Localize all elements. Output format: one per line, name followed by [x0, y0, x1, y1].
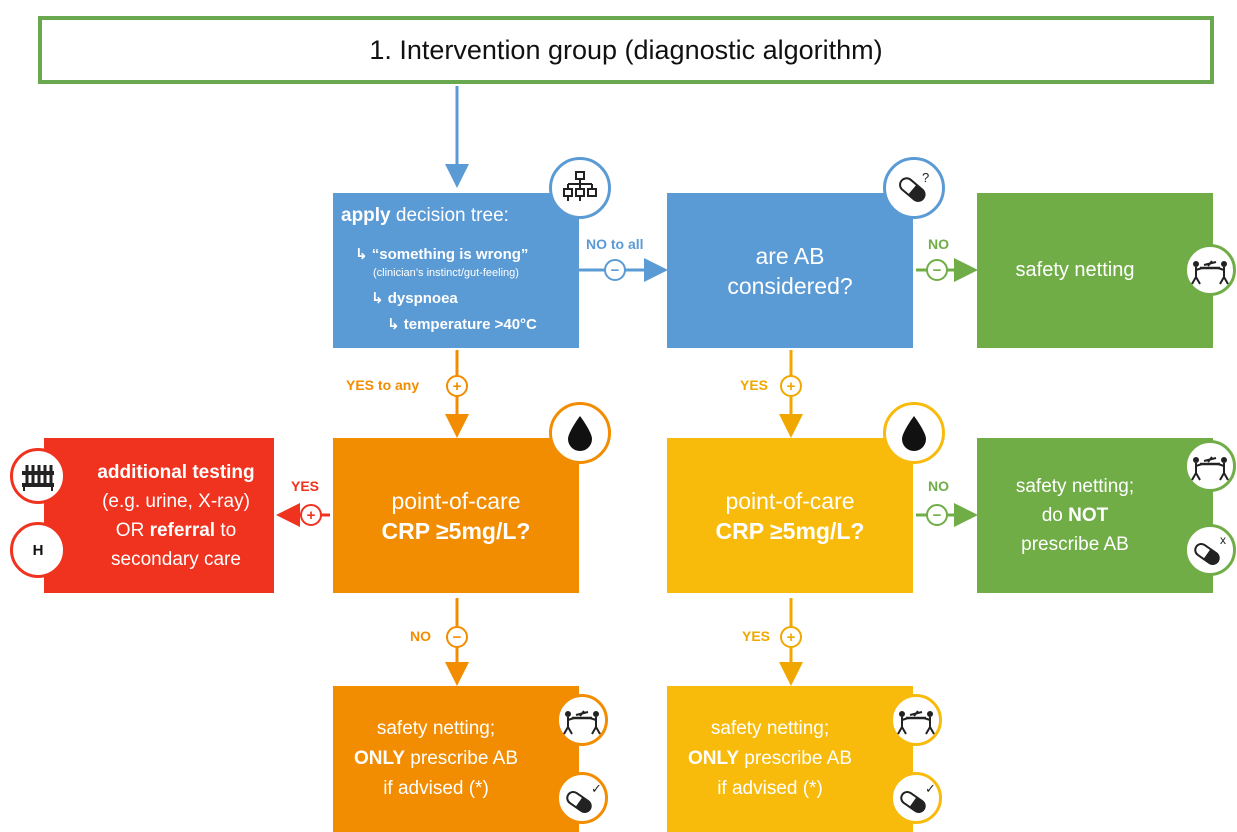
minus-sign: −	[926, 504, 948, 526]
label-no-bottom: NO	[410, 628, 431, 644]
blood-drop-icon	[549, 402, 611, 464]
pill-check-mark: ✓	[591, 782, 602, 797]
tree-line-1: ↳ “something is wrong”	[355, 246, 529, 263]
referral-line2: (e.g. urine, X-ray)	[102, 490, 250, 512]
crp-left-line1: point-of-care	[391, 487, 521, 514]
stretcher-icon	[1184, 440, 1236, 492]
no-prescribe-box: safety netting; do NOT prescribe AB	[977, 438, 1213, 593]
referral-line4: secondary care	[111, 548, 241, 570]
tree-line-2: ↳ dyspnoea	[371, 290, 458, 307]
bottom-right-line2: ONLY prescribe AB	[687, 748, 853, 769]
label-yes-to-any: YES to any	[346, 377, 420, 393]
no-prescribe-line2: do NOT	[1041, 505, 1109, 526]
no-prescribe-line3: prescribe AB	[1021, 534, 1129, 555]
test-tubes-icon	[10, 448, 66, 504]
blood-drop-icon	[883, 402, 945, 464]
flowchart-icon	[549, 157, 611, 219]
decision-tree-heading: apply decision tree:	[341, 205, 509, 226]
no-prescribe-line1: safety netting;	[1015, 476, 1135, 497]
tree-line-3: ↳ temperature >40°C	[387, 316, 537, 333]
crp-left-line2: CRP ≥5mg/L?	[381, 517, 531, 544]
referral-line1: additional testing	[97, 461, 255, 483]
pill-check-icon: ✓	[890, 772, 942, 824]
bottom-right-line1: safety netting;	[710, 718, 830, 739]
crp-right-line1: point-of-care	[725, 487, 855, 514]
referral-box: additional testing (e.g. urine, X-ray) O…	[44, 438, 274, 593]
crp-right-line2: CRP ≥5mg/L?	[715, 517, 865, 544]
bottom-left-box: safety netting; ONLY prescribe AB if adv…	[333, 686, 579, 832]
label-yes-mid: YES	[740, 377, 769, 393]
label-no-to-all: NO to all	[586, 236, 644, 252]
pill-question-icon: ?	[883, 157, 945, 219]
crp-right-box: point-of-care CRP ≥5mg/L?	[667, 438, 913, 593]
pill-cross-icon: x	[1184, 524, 1236, 576]
pill-check-icon: ✓	[556, 772, 608, 824]
label-yes-red: YES	[291, 478, 320, 494]
label-no-mid: NO	[928, 478, 949, 494]
safety-netting-top-text: safety netting	[1015, 259, 1135, 281]
label-yes-bottom: YES	[742, 628, 771, 644]
bottom-right-line3: if advised (*)	[717, 778, 823, 799]
tree-line-1-sub: (clinician’s instinct/gut-feeling)	[373, 267, 519, 279]
plus-sign: +	[300, 504, 322, 526]
plus-sign: +	[780, 375, 802, 397]
pill-question-mark: ?	[922, 170, 929, 185]
minus-sign: −	[446, 626, 468, 648]
label-no-top: NO	[928, 236, 949, 252]
safety-netting-top-box: safety netting	[977, 193, 1213, 348]
minus-sign: −	[926, 259, 948, 281]
bottom-left-line2: ONLY prescribe AB	[353, 748, 519, 769]
title-text: 1. Intervention group (diagnostic algori…	[369, 34, 883, 65]
hospital-label: H	[32, 541, 44, 559]
referral-line3: OR referral to	[115, 519, 237, 541]
title-box: 1. Intervention group (diagnostic algori…	[38, 16, 1214, 84]
ab-considered-box: are AB considered?	[667, 193, 913, 348]
plus-sign: +	[446, 375, 468, 397]
bottom-left-line1: safety netting;	[376, 718, 496, 739]
bottom-left-line3: if advised (*)	[383, 778, 489, 799]
ab-considered-line2: considered?	[727, 272, 853, 299]
decision-tree-box: apply decision tree: ↳ “something is wro…	[333, 193, 579, 348]
crp-left-box: point-of-care CRP ≥5mg/L?	[333, 438, 579, 593]
pill-cross-mark: x	[1220, 533, 1226, 547]
pill-check-mark: ✓	[925, 782, 936, 797]
hospital-icon: H	[10, 522, 66, 578]
stretcher-icon	[890, 694, 942, 746]
minus-sign: −	[604, 259, 626, 281]
ab-considered-line1: are AB	[755, 242, 825, 269]
stretcher-icon	[556, 694, 608, 746]
bottom-right-box: safety netting; ONLY prescribe AB if adv…	[667, 686, 913, 832]
plus-sign: +	[780, 626, 802, 648]
stretcher-icon	[1184, 244, 1236, 296]
